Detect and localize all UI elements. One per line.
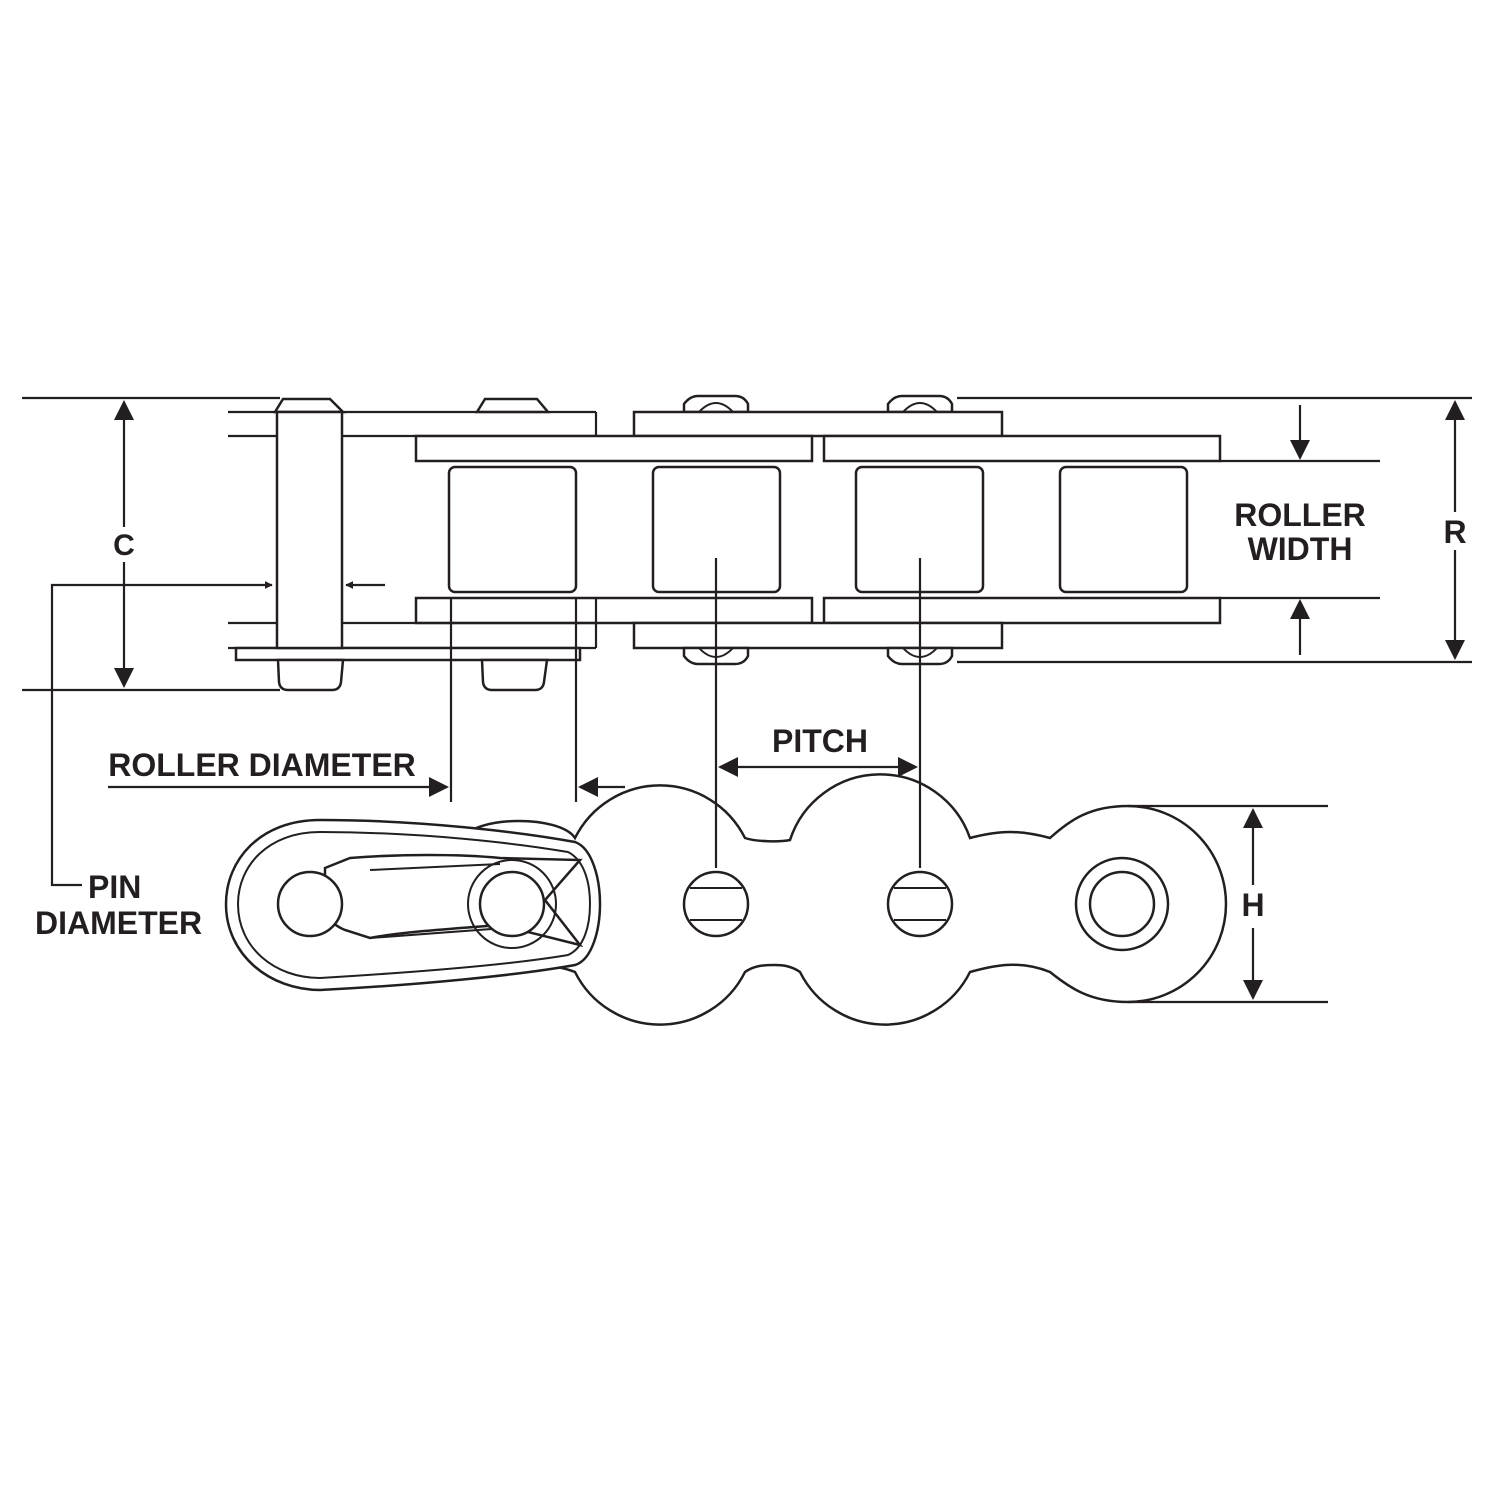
outer-plate-bottom-2 xyxy=(632,621,1004,650)
label-r: R xyxy=(1443,514,1466,550)
clip-plate xyxy=(234,646,582,662)
label-roller-width-2: WIDTH xyxy=(1248,531,1353,567)
pin-head-top-2 xyxy=(474,397,551,414)
bushing-inner xyxy=(1088,870,1156,938)
label-c: C xyxy=(113,529,135,562)
roller-1 xyxy=(447,465,578,594)
pin-circle-4 xyxy=(886,870,954,938)
dimension-c xyxy=(22,396,280,692)
label-roller-width-1: ROLLER xyxy=(1234,497,1366,533)
inner-plate-top-2 xyxy=(822,434,1222,463)
connecting-pin xyxy=(275,410,344,650)
label-pin-2: DIAMETER xyxy=(35,905,202,941)
dimension-pin-diameter xyxy=(50,581,385,887)
top-view xyxy=(228,394,1222,692)
dimension-roller-diameter xyxy=(108,598,625,802)
inner-plate-bottom-1 xyxy=(414,596,814,625)
label-h: H xyxy=(1241,887,1264,923)
dimension-pitch xyxy=(714,558,922,868)
pin-head-bottom-2 xyxy=(480,658,549,692)
pin-circle-1 xyxy=(276,870,344,938)
pin-head-top-1 xyxy=(272,397,347,414)
label-pitch: PITCH xyxy=(772,723,868,759)
inner-plate-bottom-2 xyxy=(822,596,1222,625)
label-roller-diameter: ROLLER DIAMETER xyxy=(108,747,416,783)
pin-head-bottom-1 xyxy=(276,658,345,692)
roller-4 xyxy=(1058,465,1189,594)
side-view xyxy=(224,773,1228,1026)
pin-circle-3 xyxy=(682,870,750,938)
dimension-r xyxy=(957,396,1472,664)
pin-circle-2 xyxy=(478,870,546,938)
dimension-h xyxy=(1128,804,1328,1004)
label-pin-1: PIN xyxy=(88,869,141,905)
inner-plate-top-1 xyxy=(414,434,814,463)
dimension-roller-width xyxy=(1220,405,1380,655)
roller-link-outline xyxy=(458,773,1228,1026)
outer-plate-top-2 xyxy=(632,410,1004,438)
